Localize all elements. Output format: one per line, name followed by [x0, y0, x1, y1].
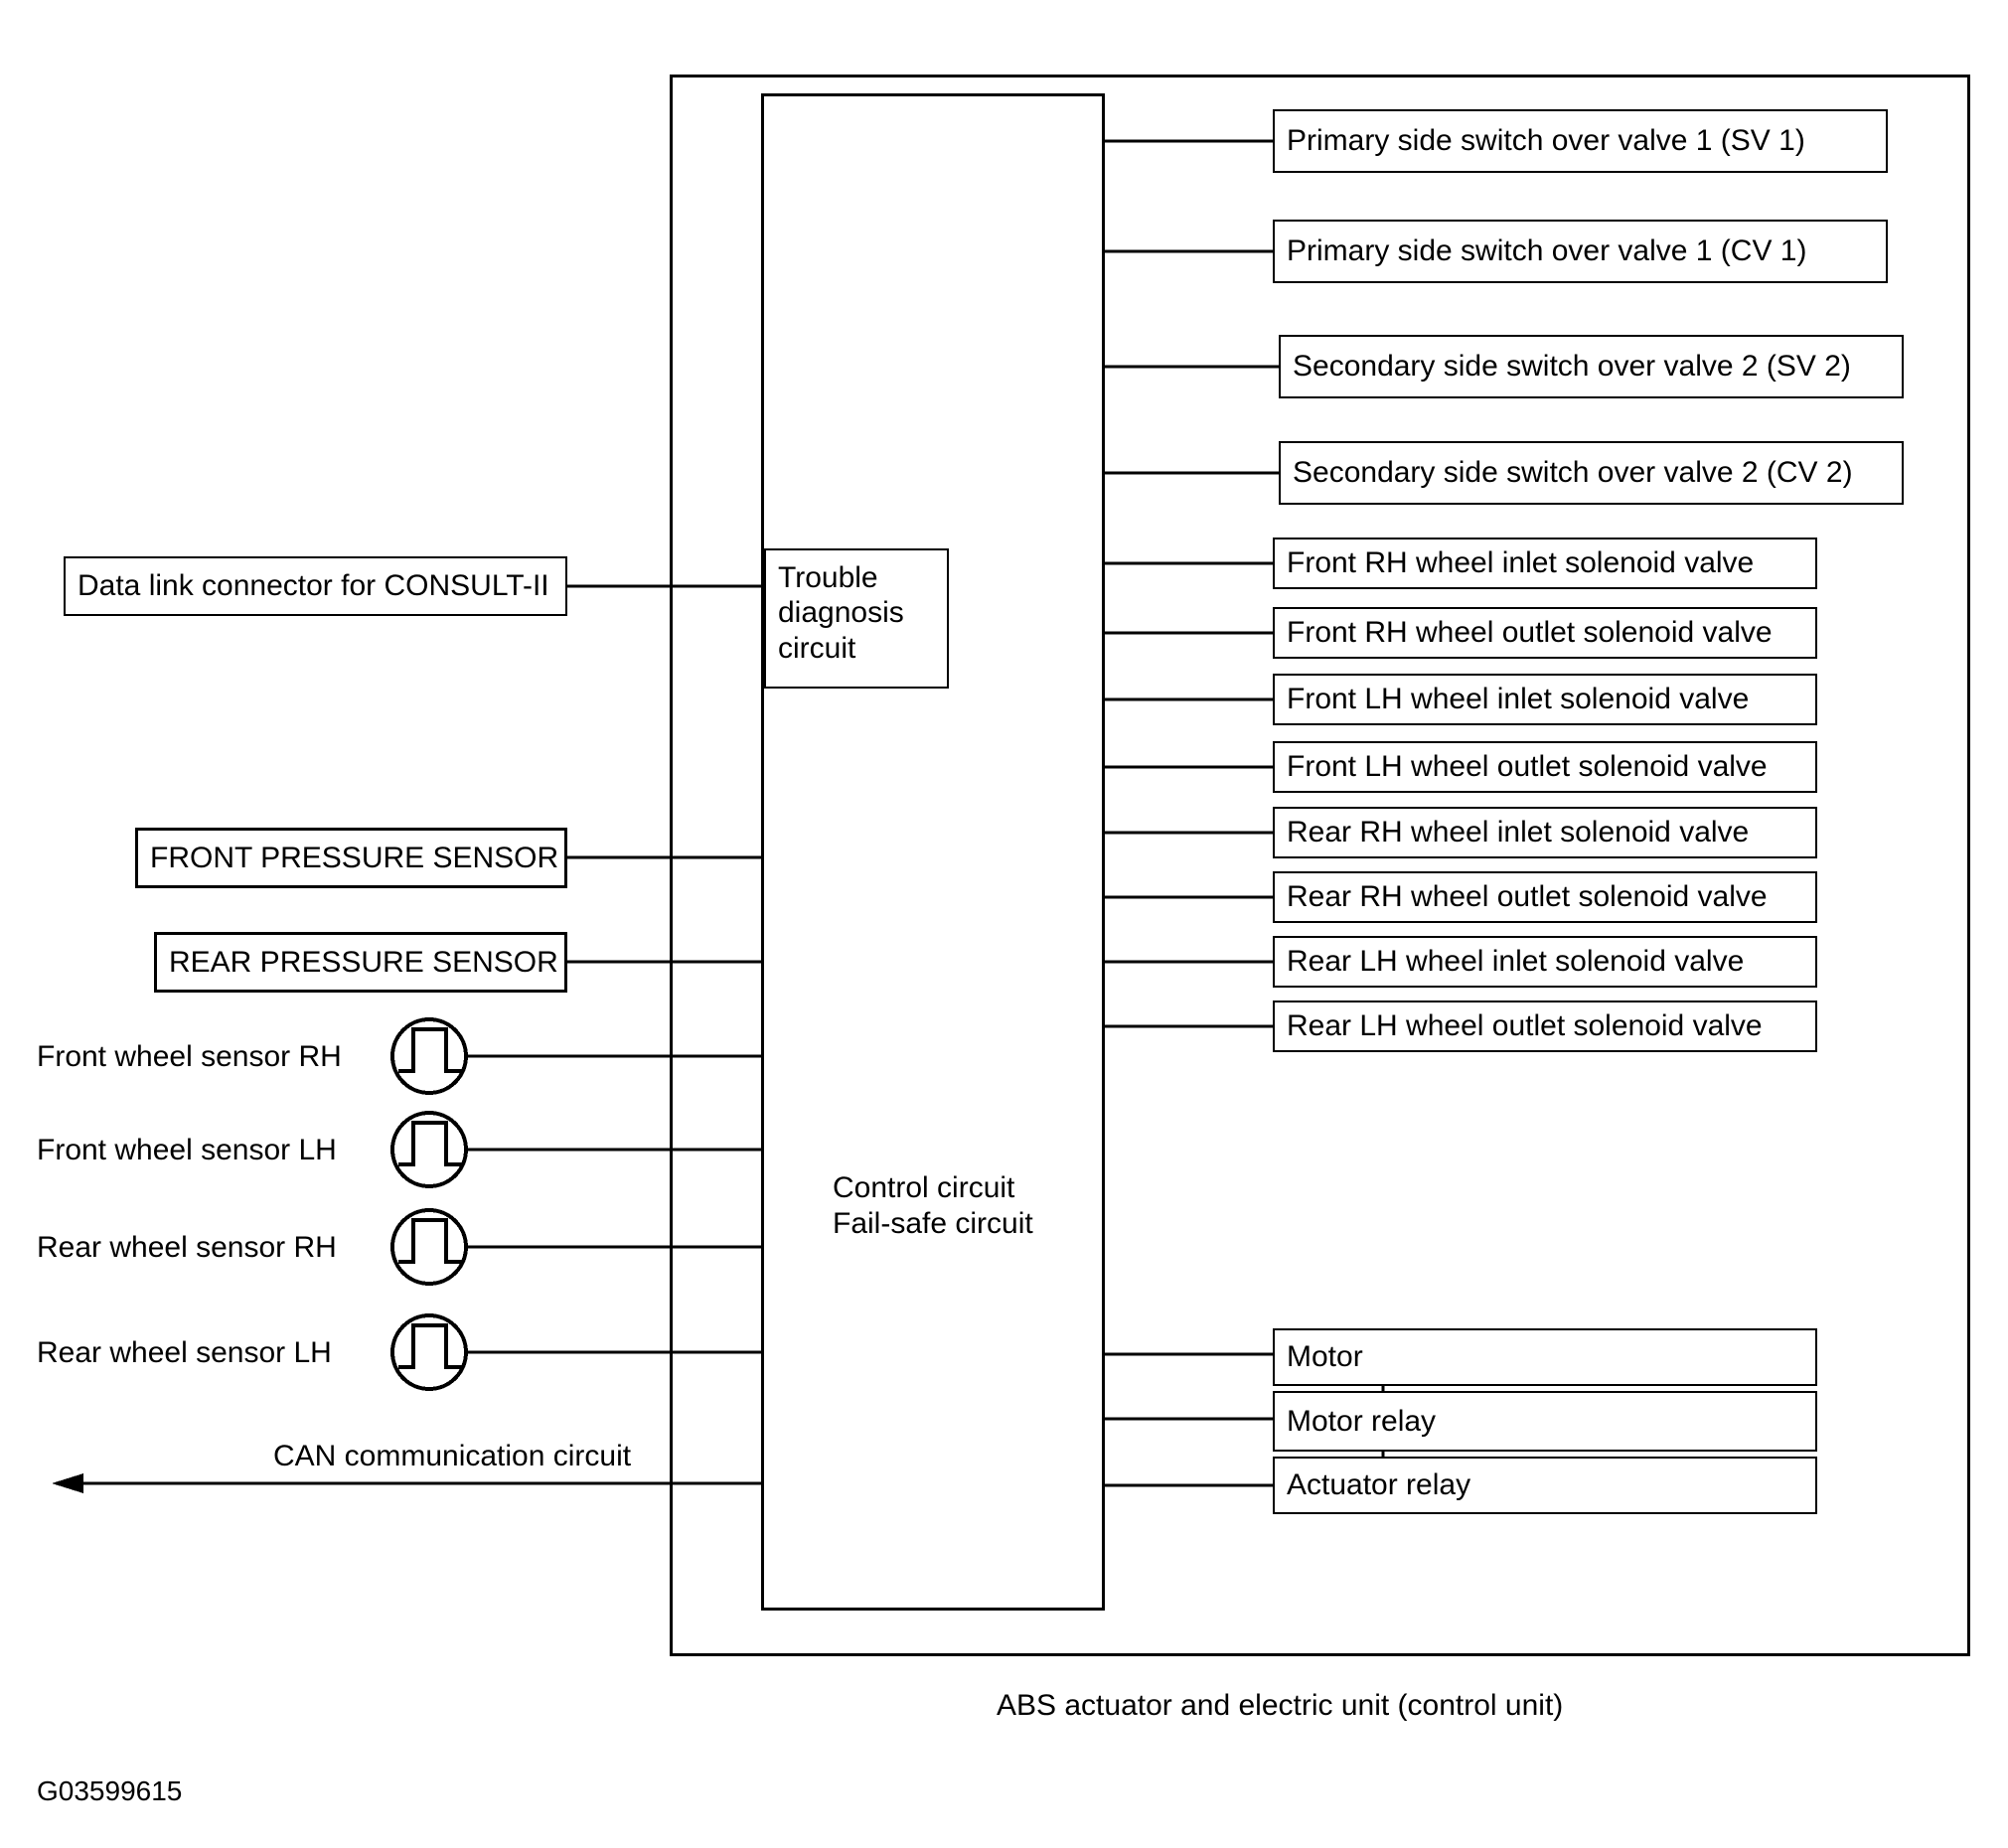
abs-actuator-boundary: [670, 75, 1970, 1656]
solenoid-valve-label-4: Front LH wheel outlet solenoid valve: [1287, 750, 1768, 784]
wheel-sensor-symbol-1: [390, 1017, 468, 1095]
rear-pressure-sensor-box: REAR PRESSURE SENSOR: [154, 932, 567, 993]
can-communication-label: CAN communication circuit: [273, 1440, 632, 1472]
solenoid-valve-box-5: Rear RH wheel inlet solenoid valve: [1273, 807, 1817, 858]
motor-relay-box: Motor relay: [1273, 1391, 1817, 1452]
wheel-sensor-symbol-2: [390, 1111, 468, 1188]
front-pressure-sensor-box: FRONT PRESSURE SENSOR: [135, 828, 567, 888]
motor-box: Motor: [1273, 1328, 1817, 1386]
switch-over-valve-box-4: Secondary side switch over valve 2 (CV 2…: [1279, 441, 1904, 505]
solenoid-valve-label-2: Front RH wheel outlet solenoid valve: [1287, 616, 1773, 650]
wheel-sensor-label-2: Front wheel sensor LH: [37, 1134, 337, 1166]
solenoid-valve-box-1: Front RH wheel inlet solenoid valve: [1273, 538, 1817, 589]
diagram-caption: ABS actuator and electric unit (control …: [997, 1689, 1564, 1722]
solenoid-valve-box-8: Rear LH wheel outlet solenoid valve: [1273, 1001, 1817, 1052]
motor-relay-label: Motor relay: [1287, 1404, 1437, 1438]
solenoid-valve-label-5: Rear RH wheel inlet solenoid valve: [1287, 816, 1750, 849]
actuator-relay-label: Actuator relay: [1287, 1468, 1471, 1502]
trouble-diagnosis-circuit-box: Trouble diagnosis circuit: [764, 548, 949, 689]
control-unit-block: [761, 93, 1105, 1611]
switch-over-valve-label-2: Primary side switch over valve 1 (CV 1): [1287, 234, 1807, 268]
solenoid-valve-label-7: Rear LH wheel inlet solenoid valve: [1287, 945, 1745, 979]
solenoid-valve-box-3: Front LH wheel inlet solenoid valve: [1273, 674, 1817, 725]
switch-over-valve-label-1: Primary side switch over valve 1 (SV 1): [1287, 124, 1805, 158]
data-link-connector-box: Data link connector for CONSULT-II: [64, 556, 567, 616]
wheel-sensor-label-1: Front wheel sensor RH: [37, 1040, 342, 1073]
solenoid-valve-box-4: Front LH wheel outlet solenoid valve: [1273, 741, 1817, 793]
rear-pressure-sensor-label: REAR PRESSURE SENSOR: [169, 945, 558, 979]
solenoid-valve-label-6: Rear RH wheel outlet solenoid valve: [1287, 880, 1768, 914]
data-link-connector-label: Data link connector for CONSULT-II: [77, 569, 549, 603]
front-pressure-sensor-label: FRONT PRESSURE SENSOR: [150, 841, 559, 874]
solenoid-valve-box-7: Rear LH wheel inlet solenoid valve: [1273, 936, 1817, 988]
actuator-relay-box: Actuator relay: [1273, 1457, 1817, 1514]
switch-over-valve-box-1: Primary side switch over valve 1 (SV 1): [1273, 109, 1888, 173]
solenoid-valve-box-2: Front RH wheel outlet solenoid valve: [1273, 607, 1817, 659]
solenoid-valve-label-1: Front RH wheel inlet solenoid valve: [1287, 546, 1755, 580]
solenoid-valve-label-3: Front LH wheel inlet solenoid valve: [1287, 683, 1750, 716]
switch-over-valve-box-3: Secondary side switch over valve 2 (SV 2…: [1279, 335, 1904, 398]
switch-over-valve-label-3: Secondary side switch over valve 2 (SV 2…: [1293, 350, 1851, 384]
switch-over-valve-box-2: Primary side switch over valve 1 (CV 1): [1273, 220, 1888, 283]
motor-label: Motor: [1287, 1340, 1363, 1374]
control-circuit-label: Control circuit Fail-safe circuit: [833, 1171, 1033, 1240]
solenoid-valve-label-8: Rear LH wheel outlet solenoid valve: [1287, 1009, 1763, 1043]
wheel-sensor-symbol-3: [390, 1208, 468, 1286]
solenoid-valve-box-6: Rear RH wheel outlet solenoid valve: [1273, 871, 1817, 923]
wheel-sensor-label-4: Rear wheel sensor LH: [37, 1336, 332, 1369]
figure-id: G03599615: [37, 1775, 183, 1806]
wheel-sensor-label-3: Rear wheel sensor RH: [37, 1231, 337, 1264]
trouble-diagnosis-label: Trouble diagnosis circuit: [778, 561, 904, 665]
wheel-sensor-symbol-4: [390, 1313, 468, 1391]
can-arrowhead: [52, 1473, 83, 1493]
switch-over-valve-label-4: Secondary side switch over valve 2 (CV 2…: [1293, 456, 1853, 490]
